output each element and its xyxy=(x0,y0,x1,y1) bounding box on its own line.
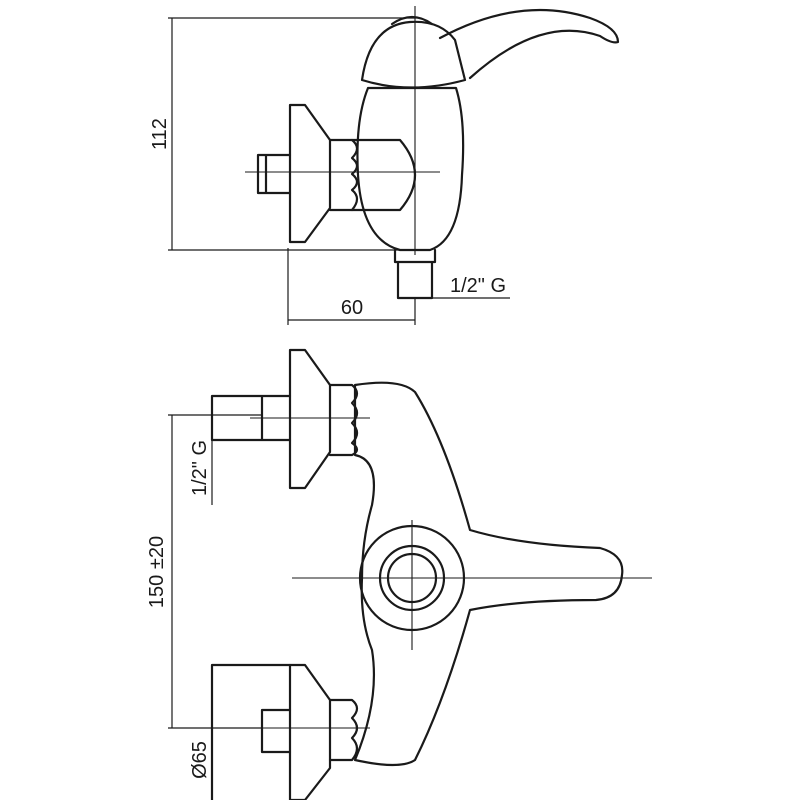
side-wall-flange xyxy=(288,103,332,244)
front-top-flange xyxy=(288,348,332,490)
centers-label: 150 ±20 xyxy=(146,536,168,608)
side-cap-top xyxy=(390,15,434,26)
front-top-nut xyxy=(328,383,359,457)
side-lever xyxy=(438,8,620,80)
front-thread-label: 1/2" G xyxy=(189,440,211,496)
front-body xyxy=(353,381,624,767)
side-cap xyxy=(360,20,467,89)
projection-label: 60 xyxy=(341,297,363,319)
front-bottom-flange xyxy=(288,663,332,800)
side-thread-label: 1/2" G xyxy=(450,275,506,297)
front-view: 150 ±20 1/2" G Ø65 xyxy=(146,348,652,800)
height-label: 112 xyxy=(149,118,171,150)
side-body xyxy=(356,86,465,252)
side-view: 112 60 1/2" G xyxy=(149,6,620,325)
side-nut xyxy=(328,138,359,212)
flange-diameter-label: Ø65 xyxy=(189,741,211,779)
front-bottom-nut xyxy=(328,698,359,762)
side-inlet-pipe xyxy=(256,153,292,195)
front-bottom-inlet xyxy=(210,663,292,800)
side-outlet xyxy=(393,248,437,300)
